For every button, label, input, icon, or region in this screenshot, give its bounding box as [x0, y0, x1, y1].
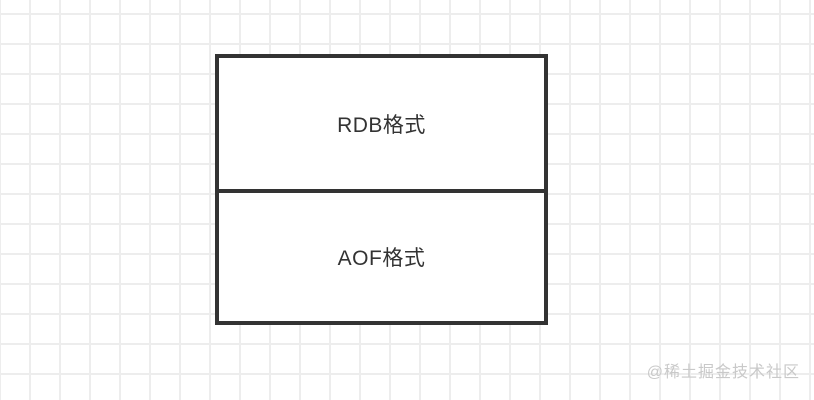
cell-rdb-format: RDB格式: [219, 58, 544, 193]
cell-rdb-format-label: RDB格式: [337, 113, 426, 137]
cell-aof-format-label: AOF格式: [337, 247, 426, 270]
cell-aof-format: AOF格式: [219, 193, 544, 321]
watermark: @稀土掘金技术社区: [646, 364, 800, 381]
stacked-format-box: RDB格式 AOF格式: [215, 54, 548, 325]
